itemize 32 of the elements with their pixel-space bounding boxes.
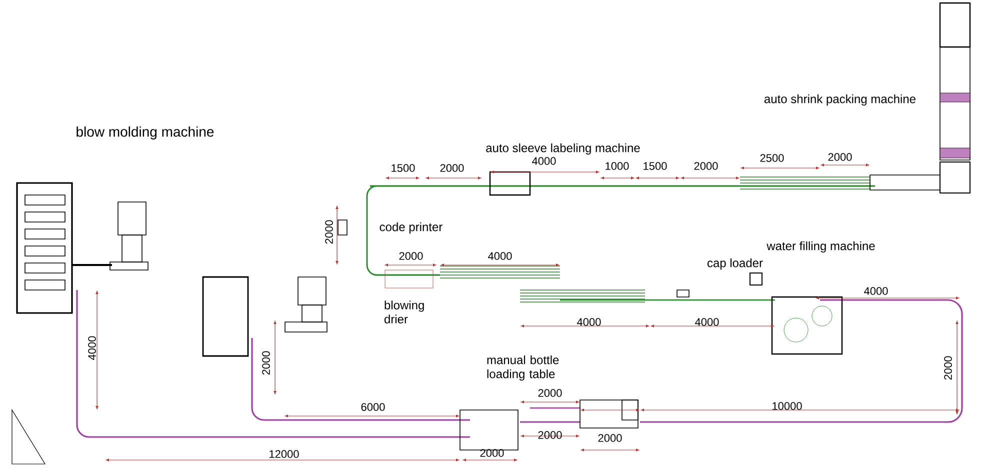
dimension-label: 2000	[944, 356, 952, 380]
dimension-label: 12000	[270, 450, 299, 458]
machine-label: blowing drier	[384, 300, 424, 324]
dimension-label: 4000	[532, 157, 556, 165]
machine-label: auto shrink packing machine	[764, 94, 916, 106]
dimension-label: 2000	[828, 153, 852, 161]
dimension-label: 2000	[538, 431, 562, 439]
dimension-label: 2000	[440, 164, 464, 172]
dimension-label: 2000	[399, 252, 423, 260]
dimension-label: 4000	[577, 318, 601, 326]
machine-label: auto sleeve labeling machine	[486, 143, 640, 155]
dimension-label: 2000	[694, 162, 718, 170]
dimension-label: 2000	[538, 389, 562, 397]
machine-label: manual bottle loading table	[487, 355, 559, 381]
dimension-label: 1500	[392, 164, 415, 172]
dimension-label: 4000	[695, 318, 719, 326]
machine-label: water filling machine	[766, 241, 875, 253]
dimension-label: 2500	[760, 154, 784, 162]
machine-label: blow molding machine	[76, 126, 214, 140]
dimension-label: 2000	[598, 434, 622, 442]
dimension-label: 4000	[88, 336, 96, 360]
dimension-label: 4000	[488, 252, 512, 260]
dimension-label: 6000	[361, 403, 385, 411]
dimension-label: 1000	[606, 162, 629, 170]
dimension-label: 4000	[864, 287, 888, 295]
dimension-label: 10000	[772, 402, 802, 410]
dimension-label: 2000	[480, 449, 504, 457]
machine-label: cap loader	[708, 258, 763, 270]
machine-label: code printer	[380, 222, 442, 234]
dimension-label: 2000	[262, 351, 270, 375]
dimension-label: 2000	[325, 220, 333, 244]
dimension-label: 1500	[644, 162, 667, 170]
